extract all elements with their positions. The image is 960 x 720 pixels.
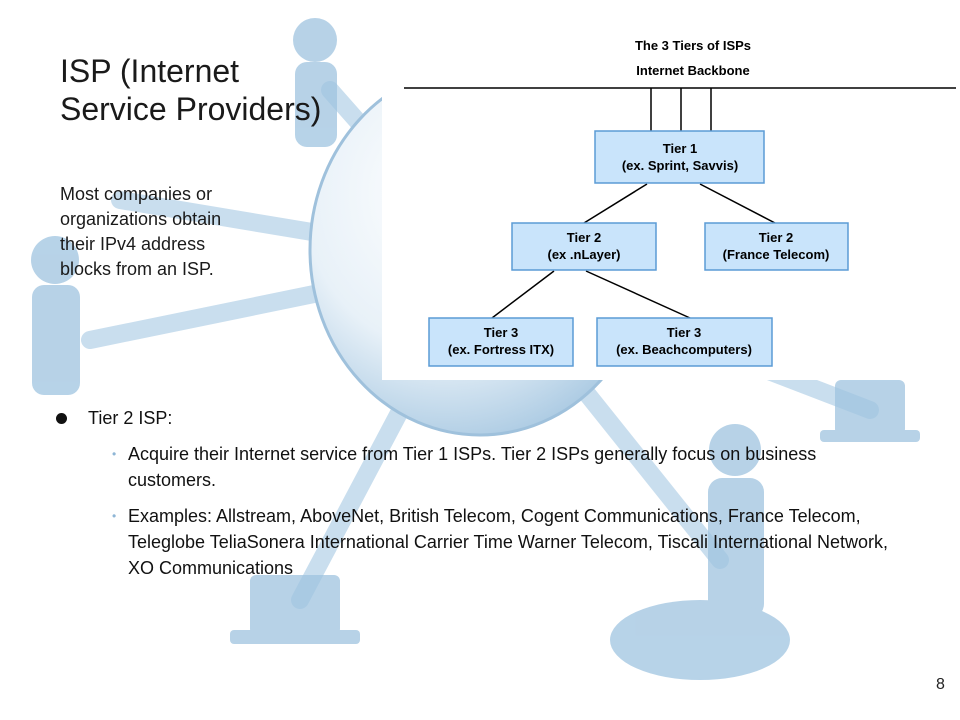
intro-line: Most companies or: [60, 184, 213, 204]
person-icon: [709, 424, 761, 476]
title-line: Service Providers): [60, 91, 322, 127]
person-icon: [293, 18, 337, 62]
person-icon: [31, 236, 79, 284]
sub-bullet-item: • Examples: Allstream, AboveNet, British…: [50, 503, 890, 581]
tier2a-example: (ex .nLayer): [548, 247, 621, 262]
title-line: ISP (Internet: [60, 53, 240, 89]
bullet-list: Tier 2 ISP: • Acquire their Internet ser…: [50, 405, 890, 581]
bullet-item: Tier 2 ISP:: [50, 405, 890, 431]
node-disc: [610, 600, 790, 680]
sub-bullet-icon: •: [112, 447, 117, 461]
tier2a-name: Tier 2: [567, 230, 601, 245]
tier2b-name: Tier 2: [759, 230, 793, 245]
intro-text: Most companies or organizations obtain t…: [60, 182, 290, 282]
intro-line: organizations obtain: [60, 209, 222, 229]
tier-link: [491, 270, 555, 319]
tier2a-box: Tier 2 (ex .nLayer): [511, 222, 657, 271]
tier3b-box: Tier 3 (ex. Beachcomputers): [596, 317, 773, 367]
laptop-icon: [835, 380, 905, 435]
tier-link: [583, 183, 648, 224]
sub-bullet-item: • Acquire their Internet service from Ti…: [50, 441, 890, 493]
tier3b-example: (ex. Beachcomputers): [616, 342, 752, 357]
isp-tiers-diagram: The 3 Tiers of ISPs Internet Backbone Ti…: [382, 30, 960, 380]
laptop-icon: [250, 575, 340, 635]
sub-bullet-text: Examples: Allstream, AboveNet, British T…: [128, 506, 889, 578]
intro-line: their IPv4 address: [60, 234, 206, 254]
tier3a-example: (ex. Fortress ITX): [448, 342, 554, 357]
intro-line: blocks from an ISP.: [60, 259, 214, 279]
tier3a-name: Tier 3: [484, 325, 518, 340]
diagram-title: The 3 Tiers of ISPs: [635, 38, 751, 53]
bullet-heading: Tier 2 ISP:: [88, 408, 173, 428]
page-number: 8: [936, 676, 945, 693]
tier2b-example: (France Telecom): [723, 247, 830, 262]
tier3b-name: Tier 3: [667, 325, 701, 340]
tier-link: [699, 183, 776, 224]
sub-bullet-text: Acquire their Internet service from Tier…: [128, 444, 817, 490]
sub-bullet-icon: •: [112, 509, 117, 523]
backbone-label: Internet Backbone: [636, 63, 749, 78]
tier1-box: Tier 1 (ex. Sprint, Savvis): [594, 130, 765, 184]
tier1-name: Tier 1: [663, 141, 697, 156]
tier1-example: (ex. Sprint, Savvis): [622, 158, 738, 173]
bullet-dot-icon: [56, 413, 67, 424]
tier3a-box: Tier 3 (ex. Fortress ITX): [428, 317, 574, 367]
tier-link: [585, 270, 691, 319]
tier2b-box: Tier 2 (France Telecom): [704, 222, 849, 271]
slide-title: ISP (Internet Service Providers): [60, 52, 390, 128]
